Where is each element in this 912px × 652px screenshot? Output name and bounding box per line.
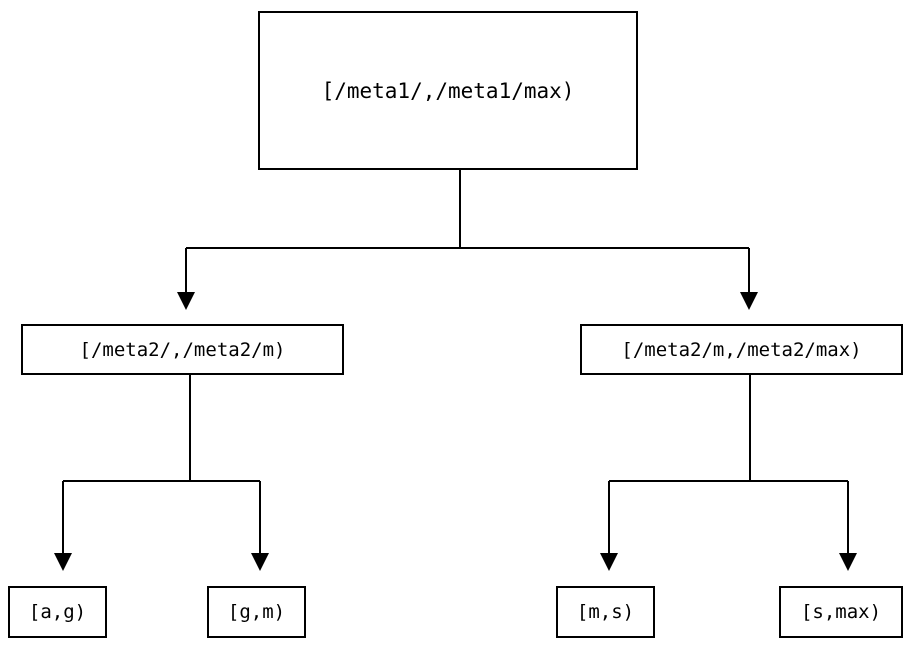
node-leaf-smax[interactable]: [s,max) <box>779 586 903 638</box>
arrowhead-to-leaf-ms <box>600 553 618 571</box>
arrowhead-to-leaf-ag <box>54 553 72 571</box>
node-leaf-gm[interactable]: [g,m) <box>207 586 306 638</box>
arrowhead-to-mid-left <box>177 292 195 310</box>
node-leaf-ag[interactable]: [a,g) <box>8 586 107 638</box>
arrowhead-to-leaf-smax <box>839 553 857 571</box>
node-root[interactable]: [/meta1/,/meta1/max) <box>258 11 638 170</box>
node-leaf-ms[interactable]: [m,s) <box>556 586 655 638</box>
arrowhead-to-leaf-gm <box>251 553 269 571</box>
node-mid-left[interactable]: [/meta2/,/meta2/m) <box>21 324 344 375</box>
arrowhead-to-mid-right <box>740 292 758 310</box>
node-mid-right[interactable]: [/meta2/m,/meta2/max) <box>580 324 903 375</box>
